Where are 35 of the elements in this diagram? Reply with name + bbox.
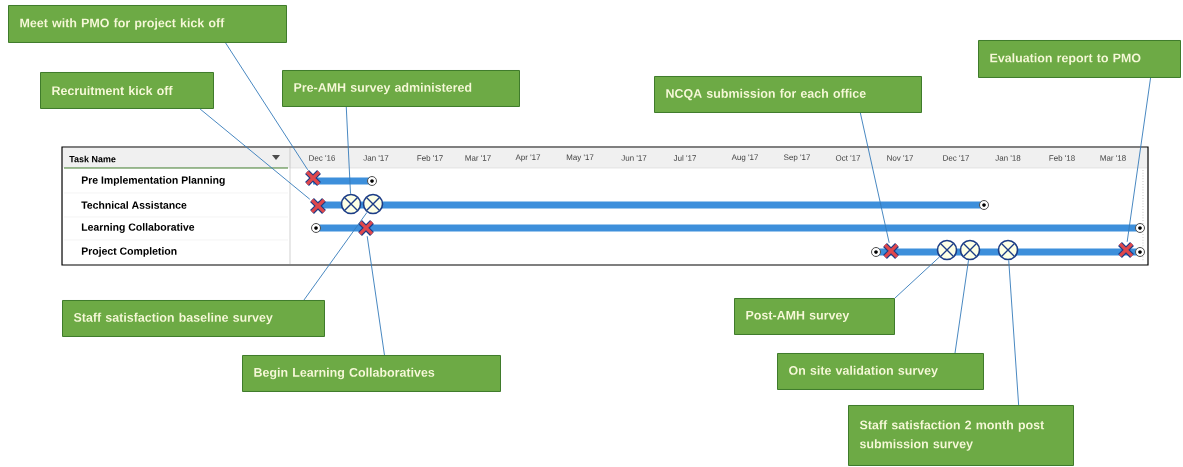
milestone-circle (959, 239, 981, 261)
milestone-circle (362, 193, 384, 215)
task-name: Learning Collaborative (81, 223, 195, 233)
milestone-cross (1118, 242, 1134, 258)
callout-box: Staff satisfaction 2 month post submission survey (848, 405, 1074, 466)
leader-line (1008, 259, 1020, 406)
leader-line (199, 108, 311, 200)
callout-box: Begin Learning Collaboratives (242, 355, 501, 392)
callout-box: Staff satisfaction baseline survey (62, 300, 325, 337)
leader-line (859, 112, 890, 244)
milestone-circle (340, 193, 362, 215)
leader-line (954, 259, 969, 354)
task-name: Project Completion (81, 247, 177, 257)
callout-box: Recruitment kick off (40, 72, 214, 109)
milestone-cross (883, 243, 899, 259)
milestone-circle (936, 239, 958, 261)
callout-box: Meet with PMO for project kick off (8, 5, 287, 43)
callout-box: Evaluation report to PMO (978, 40, 1181, 78)
task-name: Pre Implementation Planning (81, 176, 225, 186)
task-name: Technical Assistance (81, 201, 187, 209)
leader-line (303, 211, 368, 301)
leader-line (894, 256, 940, 299)
milestone-circle (997, 239, 1019, 261)
leader-line (225, 42, 309, 171)
milestone-cross (305, 170, 321, 186)
column-header: Task Name (69, 155, 116, 163)
callout-box: NCQA submission for each office (654, 76, 922, 113)
callout-box: Pre-AMH survey administered (282, 70, 520, 107)
milestone-cross (358, 220, 374, 236)
callout-box: Post-AMH survey (734, 298, 895, 335)
milestone-cross (310, 198, 326, 214)
callout-box: On site validation survey (777, 353, 984, 390)
leader-line (1126, 77, 1151, 243)
leader-line (366, 235, 385, 356)
leader-line (345, 106, 351, 195)
